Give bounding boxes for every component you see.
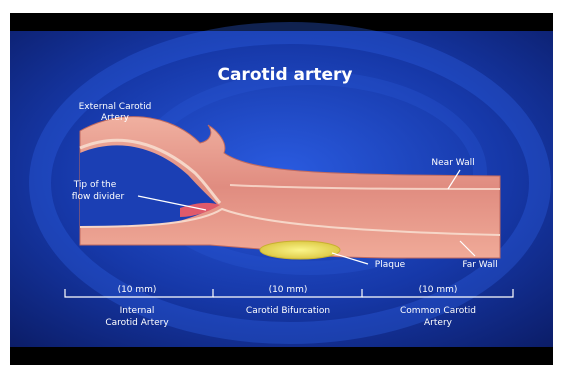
segment-common-name-line1: Common Carotid	[400, 306, 476, 316]
label-tip-flow-divider-line2: flow divider	[72, 192, 125, 202]
segment-internal-measure: (10 mm)	[118, 285, 157, 295]
label-plaque: Plaque	[375, 260, 406, 270]
label-external-carotid-line2: Artery	[101, 113, 130, 123]
segment-bifurcation-measure: (10 mm)	[269, 285, 308, 295]
label-far-wall: Far Wall	[462, 260, 497, 270]
segment-internal-name-line1: Internal	[120, 306, 155, 316]
diagram-title: Carotid artery	[217, 65, 352, 85]
segment-common-measure: (10 mm)	[419, 285, 458, 295]
segment-common-name-line2: Artery	[424, 318, 453, 328]
label-tip-flow-divider-line1: Tip of the	[73, 180, 117, 190]
plaque-deposit	[260, 241, 340, 259]
segment-bifurcation-name: Carotid Bifurcation	[246, 306, 330, 316]
label-external-carotid-line1: External Carotid	[79, 102, 152, 112]
diagram-stage: Carotid artery External Carotid Artery T…	[10, 13, 553, 365]
carotid-diagram: Carotid artery External Carotid Artery T…	[10, 13, 553, 365]
label-near-wall: Near Wall	[431, 158, 474, 168]
segment-internal-name-line2: Carotid Artery	[105, 318, 169, 328]
